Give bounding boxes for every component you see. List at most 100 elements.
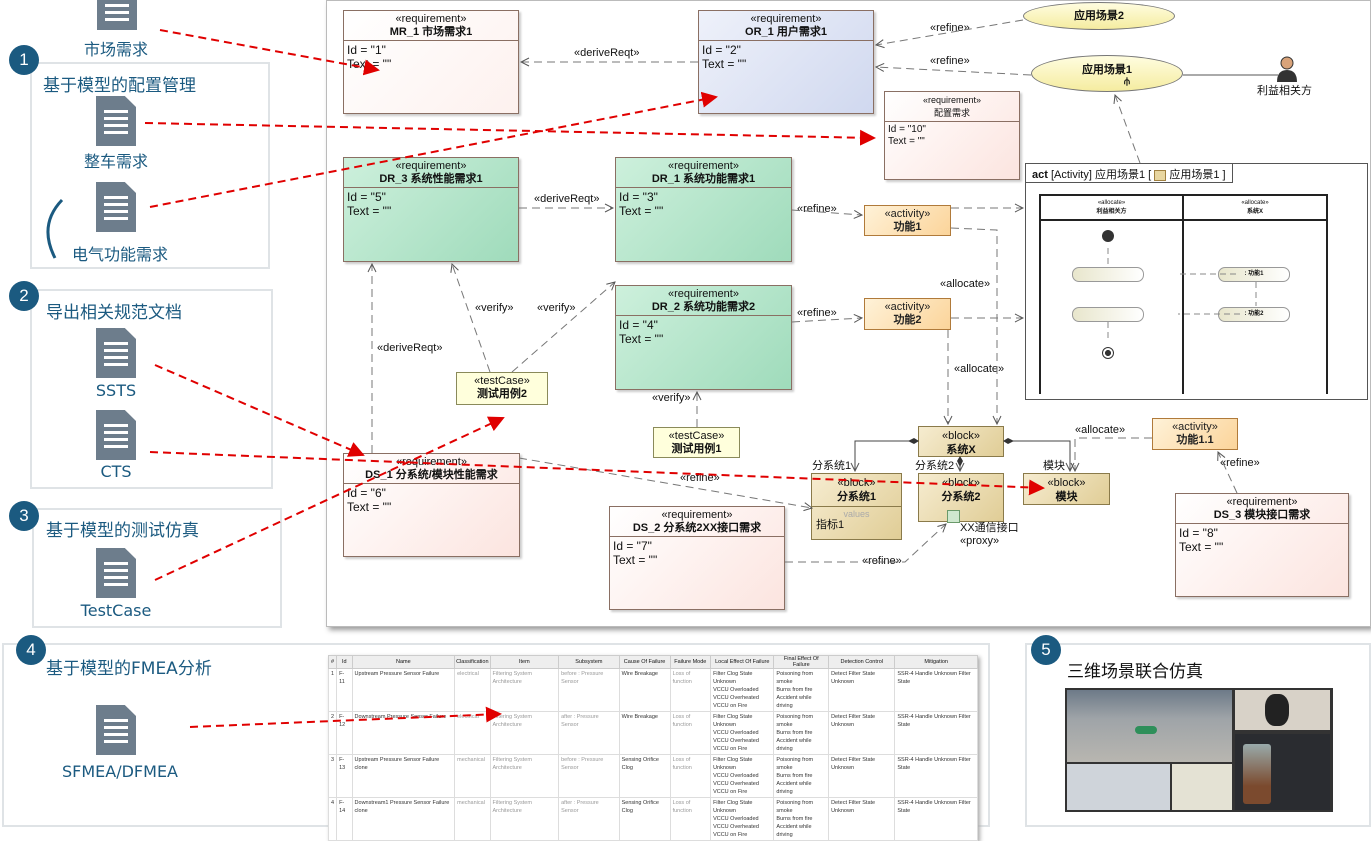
- fmea-column-header[interactable]: Id: [336, 655, 353, 669]
- port-label: XX通信接口: [960, 522, 1019, 534]
- document-icon[interactable]: [97, 0, 137, 30]
- fmea-cell: mechanical: [454, 754, 491, 798]
- label-allocate: «allocate»: [940, 278, 991, 290]
- fmea-cell: F-14: [336, 797, 353, 841]
- label-derivereqt: «deriveReqt»: [377, 342, 443, 354]
- action-node[interactable]: [1072, 267, 1144, 282]
- fmea-cell: Upstream Pressure Sensor Failure clone: [351, 754, 456, 798]
- document-icon[interactable]: [96, 548, 136, 598]
- section-4-title: 基于模型的FMEA分析: [46, 659, 212, 679]
- usecase-scenario-1[interactable]: 应用场景1⫛: [1031, 55, 1183, 92]
- doc-label-electrical: 电气功能需求: [71, 245, 169, 264]
- fmea-cell: Upstream Pressure Sensor Failure: [351, 668, 456, 712]
- document-icon[interactable]: [96, 96, 136, 146]
- section-2-badge: 2: [9, 281, 39, 311]
- actor-icon[interactable]: [1274, 55, 1300, 83]
- final-node: [1102, 347, 1114, 359]
- doc-label-cts: CTS: [100, 462, 132, 481]
- fmea-column-header[interactable]: Classification: [454, 655, 491, 669]
- fmea-column-header[interactable]: Name: [351, 655, 456, 669]
- activity-diagram-frame[interactable]: act [Activity] 应用场景1 [ 应用场景1 ] «allocate…: [1025, 163, 1368, 400]
- fmea-column-header[interactable]: Mitigation: [894, 655, 978, 669]
- testcase-2[interactable]: «testCase»测试用例2: [456, 372, 548, 405]
- fmea-cell: Poisoning from smoke Burns from fire Acc…: [773, 754, 830, 798]
- usecase-scenario-2[interactable]: 应用场景2: [1023, 2, 1175, 30]
- fmea-cell: Sensing Orifice Clog: [618, 754, 671, 798]
- fmea-cell: Detect Filter State Unknown: [828, 754, 896, 798]
- fmea-cell: Wire Breakage: [618, 711, 671, 755]
- fmea-column-header[interactable]: Item: [489, 655, 560, 669]
- action-node[interactable]: [1072, 307, 1144, 322]
- fmea-cell: Poisoning from smoke Burns from fire Acc…: [773, 668, 830, 712]
- label-refine: «refine»: [680, 472, 720, 484]
- activity-function-2[interactable]: «activity»功能2: [864, 298, 951, 330]
- section-1-title: 基于模型的配置管理: [43, 76, 196, 96]
- fmea-cell: F-12: [336, 711, 353, 755]
- fmea-cell: Filtering System Architecture: [489, 797, 560, 841]
- action-function-1[interactable]: : 功能1: [1218, 267, 1290, 282]
- section-4-badge: 4: [16, 635, 46, 665]
- fmea-column-header[interactable]: Subsystem: [558, 655, 620, 669]
- fmea-cell: 2: [327, 711, 338, 755]
- fmea-cell: Filtering System Architecture: [489, 668, 560, 712]
- label-allocate: «allocate»: [1075, 424, 1126, 436]
- fmea-cell: Detect Filter State Unknown: [828, 797, 896, 841]
- fmea-column-header[interactable]: Final Effect Of Failure: [773, 655, 830, 669]
- activity-function-1[interactable]: «activity»功能1: [864, 205, 951, 236]
- testcase-1[interactable]: «testCase»测试用例1: [653, 427, 740, 458]
- fmea-column-header[interactable]: Cause Of Failure: [618, 655, 671, 669]
- section-3-badge: 3: [9, 501, 39, 531]
- swimlane-system-x: [1182, 194, 1328, 394]
- fmea-cell: F-13: [336, 754, 353, 798]
- fmea-cell: after : Pressure Sensor: [558, 797, 620, 841]
- rake-icon: ⫛: [1124, 76, 1130, 87]
- document-icon[interactable]: [96, 410, 136, 460]
- action-function-2[interactable]: : 功能2: [1218, 307, 1290, 322]
- section-1-badge: 1: [9, 45, 39, 75]
- fmea-cell: Sensing Orifice Clog: [618, 797, 671, 841]
- fmea-cell: Wire Breakage: [618, 668, 671, 712]
- fmea-cell: electrical: [454, 711, 491, 755]
- document-icon[interactable]: [96, 328, 136, 378]
- document-icon[interactable]: [96, 182, 136, 232]
- activity-function-1-1[interactable]: «activity»功能1.1: [1152, 418, 1238, 450]
- proxy-port[interactable]: [947, 510, 960, 523]
- block-system-x[interactable]: «block»系统X: [918, 426, 1004, 457]
- fmea-cell: 3: [327, 754, 338, 798]
- fmea-cell: 4: [327, 797, 338, 841]
- doc-label-market: 市场需求: [83, 40, 149, 59]
- label-verify: «verify»: [652, 392, 691, 404]
- values-compartment: values: [843, 509, 870, 519]
- lane-header-2: «allocate»系统X: [1182, 194, 1328, 221]
- 3d-simulation-screenshot: [1065, 688, 1333, 812]
- proxy-label: «proxy»: [960, 535, 1000, 547]
- document-icon[interactable]: [96, 705, 136, 755]
- fmea-column-header[interactable]: #: [327, 655, 338, 669]
- block-subsystem-2[interactable]: «block»分系统2: [918, 473, 1004, 522]
- label-verify: «verify»: [475, 302, 514, 314]
- fmea-cell: before : Pressure Sensor: [558, 754, 620, 798]
- fmea-cell: SSR-4 Handle Unknown Filter State: [894, 668, 978, 712]
- block-module[interactable]: «block»模块: [1023, 473, 1110, 505]
- fmea-column-header[interactable]: Local Effect Of Failure: [710, 655, 775, 669]
- fmea-cell: Filter Clog State Unknown VCCU Overloade…: [710, 711, 775, 755]
- fmea-column-header[interactable]: Failure Mode: [669, 655, 712, 669]
- doc-label-ssts: SSTS: [95, 381, 137, 400]
- fmea-column-header[interactable]: Detection Control: [828, 655, 896, 669]
- frame-title: act [Activity] 应用场景1 [ 应用场景1 ]: [1026, 164, 1233, 183]
